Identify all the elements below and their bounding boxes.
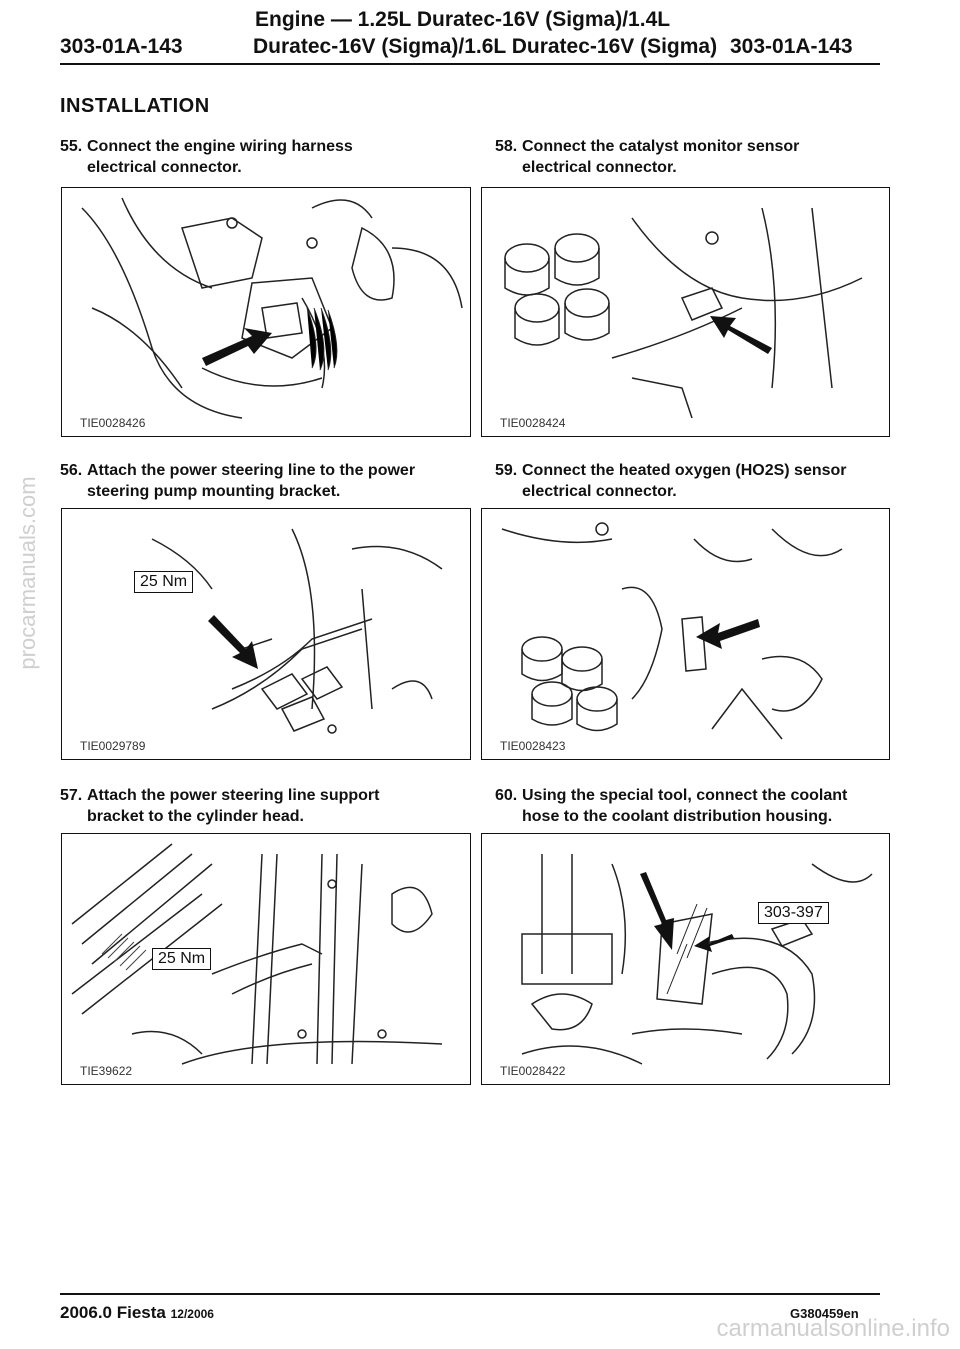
step-text: electrical connector. (87, 159, 242, 176)
figure-id: TIE0028423 (498, 739, 568, 753)
torque-callout: 25 Nm (152, 948, 212, 970)
figure-power-steering-support-bracket: 25 Nm TIE39622 (61, 833, 471, 1085)
footer-doc-code: G380459en (790, 1306, 859, 1321)
header-rule (60, 63, 880, 65)
header-title-line1: Engine — 1.25L Duratec-16V (Sigma)/1.4L (255, 8, 671, 31)
model-name: 2006.0 Fiesta (60, 1303, 166, 1322)
figure-id: TIE0029789 (78, 739, 148, 753)
step-text: steering pump mounting bracket. (87, 483, 341, 500)
step-number: 59. (495, 462, 518, 479)
watermark-carmanualsonline: carmanualsonline.info (716, 1315, 950, 1342)
figure-coolant-hose: 303-397 TIE0028422 (481, 833, 890, 1085)
step-number: 58. (495, 138, 518, 155)
step-55: 55.Connect the engine wiring harness ele… (60, 136, 460, 178)
figure-id: TIE0028422 (498, 1064, 568, 1078)
step-text: bracket to the cylinder head. (87, 808, 304, 825)
special-tool-callout: 303-397 (758, 902, 829, 924)
arrow-icon (710, 316, 772, 354)
arrow-icon (208, 615, 258, 669)
figure-catalyst-monitor-sensor: TIE0028424 (481, 187, 890, 437)
step-text: Using the special tool, connect the cool… (522, 787, 848, 804)
figure-power-steering-line: 25 Nm TIE0029789 (61, 508, 471, 760)
step-text: Attach the power steering line support (87, 787, 380, 804)
step-59: 59.Connect the heated oxygen (HO2S) sens… (495, 460, 895, 502)
step-number: 60. (495, 787, 518, 804)
step-text: Connect the heated oxygen (HO2S) sensor (522, 462, 847, 479)
step-text: electrical connector. (522, 483, 677, 500)
step-text: Attach the power steering line to the po… (87, 462, 416, 479)
page-code-right: 303-01A-143 (730, 35, 853, 58)
figure-id: TIE0028426 (78, 416, 148, 430)
step-60: 60.Using the special tool, connect the c… (495, 785, 895, 827)
figure-id: TIE39622 (78, 1064, 135, 1078)
step-text: electrical connector. (522, 159, 677, 176)
illustration (71, 843, 443, 1065)
watermark-procarmanuals: procarmanuals.com (15, 476, 40, 670)
figure-id: TIE0028424 (498, 416, 568, 430)
footer-model: 2006.0 Fiesta 12/2006 (60, 1303, 214, 1323)
footer-rule (60, 1293, 880, 1295)
arrow-icon (694, 934, 734, 952)
illustration (501, 522, 843, 740)
illustration (151, 528, 443, 734)
illustration (504, 207, 863, 419)
arrow-icon (202, 328, 272, 366)
section-title: INSTALLATION (60, 95, 210, 117)
page-code-left: 303-01A-143 (60, 35, 183, 58)
step-number: 56. (60, 462, 83, 479)
arrow-icon (696, 619, 760, 649)
step-number: 57. (60, 787, 83, 804)
footer-date: 12/2006 (170, 1307, 214, 1321)
step-56: 56.Attach the power steering line to the… (60, 460, 460, 502)
step-text: hose to the coolant distribution housing… (522, 808, 833, 825)
arrow-icon (640, 872, 674, 950)
header-title-line2: Duratec-16V (Sigma)/1.6L Duratec-16V (Si… (253, 35, 718, 58)
step-number: 55. (60, 138, 83, 155)
torque-callout: 25 Nm (134, 571, 194, 593)
figure-heated-oxygen-sensor: TIE0028423 (481, 508, 890, 760)
step-text: Connect the catalyst monitor sensor (522, 138, 800, 155)
illustration (521, 854, 873, 1065)
figure-engine-wiring-harness: TIE0028426 (61, 187, 471, 437)
step-57: 57.Attach the power steering line suppor… (60, 785, 460, 827)
step-text: Connect the engine wiring harness (87, 138, 353, 155)
step-58: 58.Connect the catalyst monitor sensor e… (495, 136, 895, 178)
illustration (81, 197, 463, 419)
